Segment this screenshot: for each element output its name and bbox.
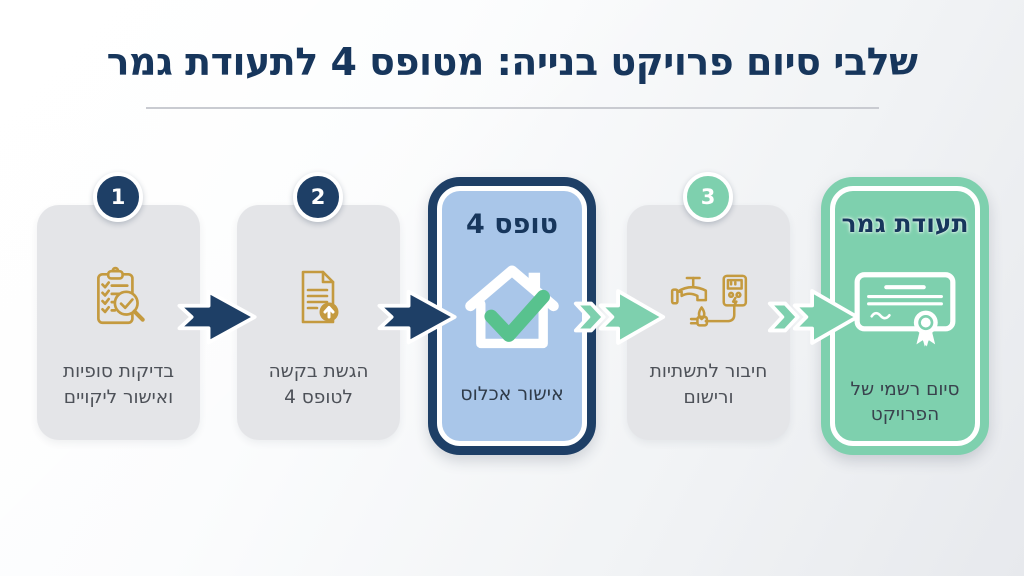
- step-card-form4-request: הגשת בקשה לטופס 4: [237, 205, 400, 440]
- step-card-final-inspections: בדיקות סופיות ואישור ליקויים: [37, 205, 200, 440]
- badge-number: 1: [110, 185, 126, 209]
- certificate-label: סיום רשמי של הפרויקט: [850, 378, 959, 428]
- step-label-line2: ורישום: [683, 386, 734, 408]
- house-check-icon: [460, 254, 564, 358]
- arrow-right-icon: [767, 289, 860, 345]
- step-label: בדיקות סופיות ואישור ליקויים: [63, 359, 174, 410]
- step-label-line1: חיבור לתשתיות: [649, 361, 768, 382]
- step-badge-1: 1: [93, 172, 143, 222]
- step-label-line2: ואישור ליקויים: [63, 386, 174, 408]
- arrow-right-icon: [177, 289, 257, 345]
- step-label-line1: בדיקות סופיות: [62, 361, 175, 382]
- certificate-title: תעודת גמר: [841, 209, 969, 238]
- step-label-line1: סיום רשמי של: [850, 379, 960, 400]
- title-divider: [146, 107, 879, 109]
- form4-title: טופס 4: [466, 209, 558, 240]
- step-label-line2: לטופס 4: [284, 386, 353, 408]
- certificate-icon: [853, 260, 957, 356]
- utilities-connection-icon: [669, 257, 749, 339]
- step-label: הגשת בקשה לטופס 4: [269, 359, 369, 410]
- arrow-right-icon: [573, 289, 666, 345]
- badge-number: 3: [700, 185, 716, 209]
- step-label: חיבור לתשתיות ורישום: [650, 359, 768, 410]
- step-label-line2: הפרויקט: [870, 403, 940, 425]
- arrow-right-icon: [377, 289, 457, 345]
- step-label-line1: הגשת בקשה: [268, 361, 369, 382]
- badge-number: 2: [310, 185, 326, 209]
- step-badge-2: 2: [293, 172, 343, 222]
- step-badge-3: 3: [683, 172, 733, 222]
- page-title: שלבי סיום פרויקט בנייה: מטופס 4 לתעודת ג…: [106, 40, 918, 84]
- clipboard-inspection-icon: [86, 257, 152, 339]
- document-upload-icon: [287, 257, 351, 339]
- form4-label: אישור אכלוס: [460, 383, 564, 405]
